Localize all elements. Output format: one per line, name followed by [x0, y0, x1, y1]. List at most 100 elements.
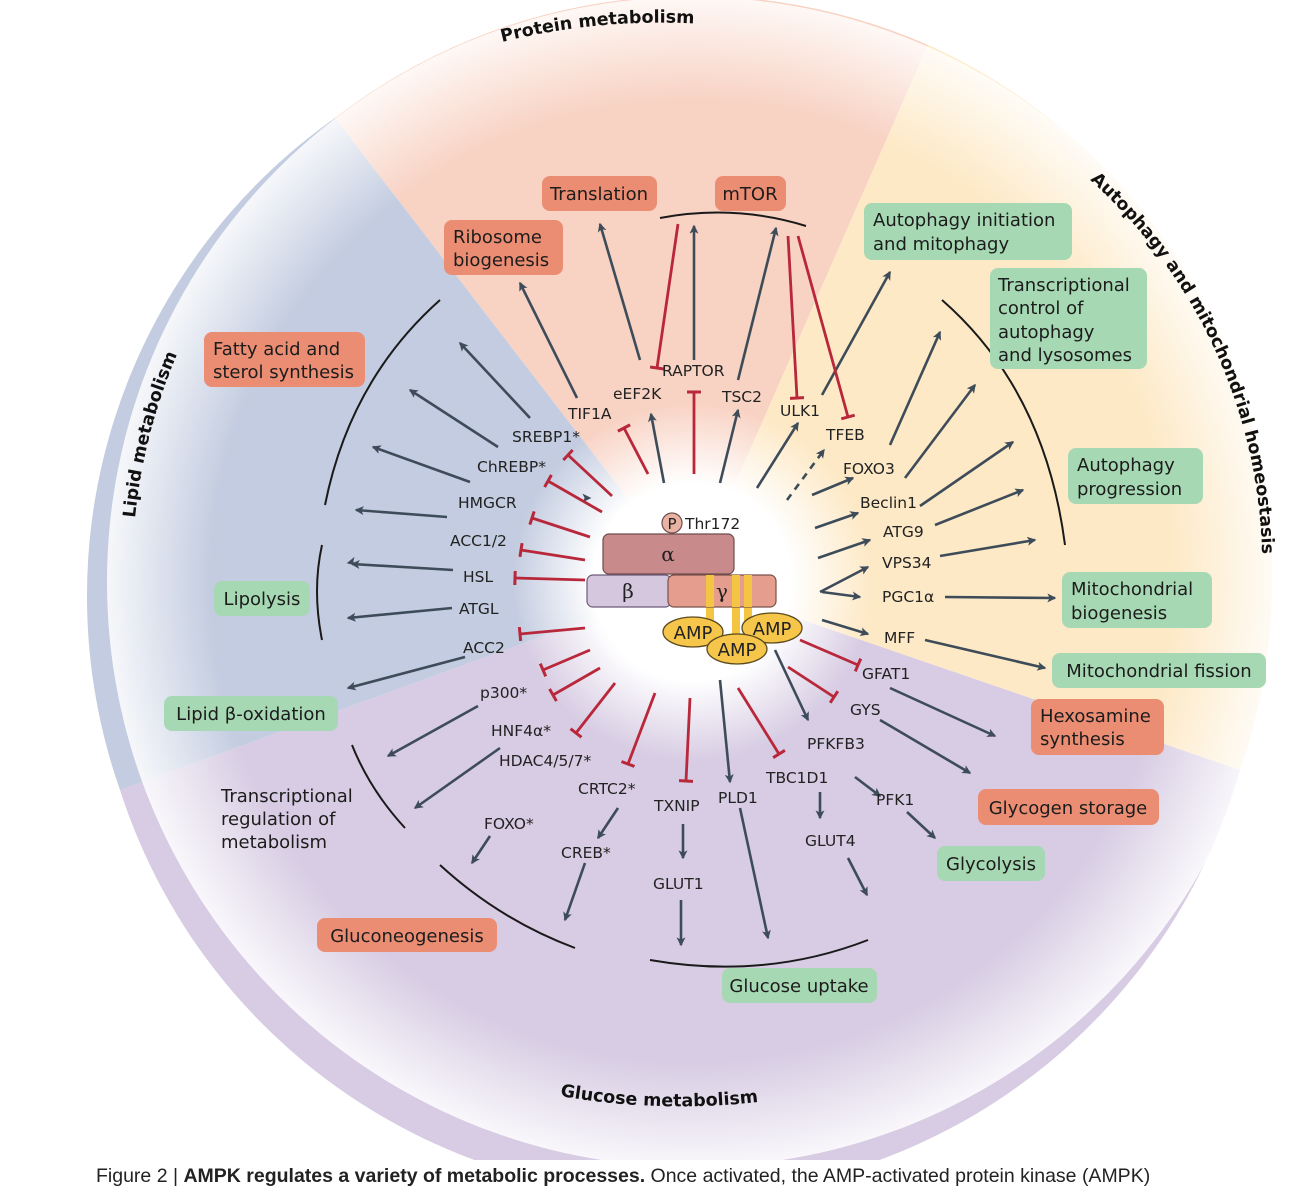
thr172-label: Thr172 [684, 515, 740, 533]
hexosamine-label-1: Hexosamine [1040, 706, 1151, 727]
bracket-lipid-synthesis [324, 299, 441, 506]
dashed-foxo3-arrow [785, 448, 826, 501]
ampk-complex: P Thr172 α β γ AMP AMP AMP [586, 512, 803, 665]
gluconeogenesis-box [317, 918, 497, 952]
lipolysis-box [214, 581, 310, 616]
caption-prefix: Figure 2 | [96, 1165, 184, 1187]
atgl-label: ATGL [459, 600, 499, 618]
p300-label: p300* [480, 684, 527, 702]
autophagy-init-label-2: and mitophagy [873, 234, 1009, 255]
figure-caption: Figure 2 | AMPK regulates a variety of m… [96, 1165, 1150, 1188]
mito-biogenesis-label-1: Mitochondrial [1071, 579, 1193, 600]
transcriptional-regulation-label-1: Transcriptional [220, 786, 353, 807]
glycogen-label: Glycogen storage [989, 798, 1148, 819]
amp-label-3: AMP [718, 640, 757, 661]
glycolysis-box [937, 846, 1045, 881]
target-labels: TIF1A eEF2K RAPTOR TSC2 ULK1 TFEB FOXO3 … [450, 362, 934, 893]
glut1-label: GLUT1 [653, 875, 704, 893]
transcriptional-control-label-4: and lysosomes [998, 345, 1132, 366]
ulk1-label: ULK1 [780, 402, 820, 420]
acc2-label: ACC2 [463, 639, 505, 657]
hmgcr-label: HMGCR [458, 494, 517, 512]
lipolysis-label: Lipolysis [224, 589, 301, 610]
hsl-label: HSL [463, 568, 493, 586]
alpha-subunit [602, 533, 735, 575]
txnip-label: TXNIP [653, 797, 700, 815]
gamma-bar-2 [732, 578, 740, 642]
gfat1-label: GFAT1 [862, 665, 910, 683]
chrebp-label: ChREBP* [477, 458, 546, 476]
transcriptional-control-box [990, 268, 1147, 369]
brackets [316, 211, 1066, 968]
transcriptional-control-label-3: autophagy [998, 322, 1095, 343]
hexosamine-label-2: synthesis [1040, 729, 1125, 750]
mtor-box [715, 176, 786, 211]
mtor-label: mTOR [722, 184, 777, 205]
amp-3 [706, 633, 768, 665]
bracket-lipolysis [316, 544, 323, 641]
mito-biogenesis-label-2: biogenesis [1071, 603, 1167, 624]
fatty-acid-box [204, 332, 365, 387]
hdac-label: HDAC4/5/7* [499, 752, 592, 770]
acc12-label: ACC1/2 [450, 532, 507, 550]
tbc1d1-label: TBC1D1 [765, 769, 828, 787]
mff-label: MFF [884, 629, 915, 647]
amp-label-1: AMP [674, 623, 713, 644]
translation-label: Translation [549, 184, 648, 205]
activation-arrows [346, 222, 1057, 947]
amp-label-2: AMP [753, 619, 792, 640]
inhibition-lines [513, 223, 863, 783]
glut4-label: GLUT4 [805, 832, 856, 850]
caption-rest: Once activated, the AMP-activated protei… [645, 1165, 1151, 1187]
fatty-acid-label-2: sterol synthesis [213, 362, 354, 383]
amp-1 [662, 616, 724, 648]
pld1-label: PLD1 [718, 789, 758, 807]
bracket-transcription [351, 744, 406, 829]
transcriptional-regulation-label-3: metabolism [221, 832, 327, 853]
glucose-uptake-box [722, 968, 877, 1003]
bracket-mtor [659, 211, 807, 227]
phospho-circle [661, 512, 683, 534]
beclin1-label: Beclin1 [860, 494, 917, 512]
amp-2 [741, 612, 803, 644]
vps34-label: VPS34 [882, 554, 932, 572]
mito-biogenesis-box [1062, 572, 1212, 628]
atg9-label: ATG9 [883, 523, 924, 541]
glycogen-box [978, 789, 1159, 825]
eef2k-label: eEF2K [613, 385, 662, 403]
pgc1a-label: PGC1α [882, 588, 934, 606]
autophagy-progression-box [1068, 448, 1203, 504]
alpha-label: α [661, 542, 675, 566]
mito-fission-box [1052, 653, 1266, 688]
bracket-gluconeogenesis [439, 864, 576, 949]
tsc2-label: TSC2 [721, 388, 762, 406]
creb-label: CREB* [561, 844, 611, 862]
caption-bold: AMPK regulates a variety of metabolic pr… [183, 1165, 646, 1187]
fatty-acid-label-1: Fatty acid and [213, 339, 340, 360]
mito-fission-label: Mitochondrial fission [1066, 661, 1251, 682]
bracket-glucose-uptake [649, 939, 869, 968]
autophagy-init-label-1: Autophagy initiation [873, 210, 1055, 231]
gluconeogenesis-label: Gluconeogenesis [330, 926, 484, 947]
transcriptional-regulation-label-2: regulation of [221, 809, 336, 830]
phospho-label: P [667, 515, 676, 533]
pfk1-label: PFK1 [876, 791, 914, 809]
lipid-beta-ox-label: Lipid β-oxidation [176, 704, 326, 725]
tif1a-label: TIF1A [567, 405, 612, 423]
hexosamine-box [1031, 699, 1164, 755]
pfkfb3-label: PFKFB3 [807, 735, 865, 753]
beta-label: β [622, 579, 634, 603]
glycolysis-label: Glycolysis [946, 854, 1036, 875]
bracket-autophagy [941, 299, 1066, 546]
outcome-boxes: Translation mTOR Ribosome biogenesis Fat… [164, 176, 1266, 1003]
transcriptional-control-label-1: Transcriptional [997, 275, 1130, 296]
glucose-uptake-label: Glucose uptake [729, 976, 868, 997]
autophagy-progression-label-1: Autophagy [1077, 455, 1175, 476]
ribosome-label-1: Ribosome [453, 227, 542, 248]
translation-box [542, 176, 657, 211]
hnf4a-label: HNF4α* [491, 722, 551, 740]
foxo3-label: FOXO3 [843, 460, 895, 478]
ribosome-label-2: biogenesis [453, 250, 549, 271]
raptor-label: RAPTOR [662, 362, 725, 380]
